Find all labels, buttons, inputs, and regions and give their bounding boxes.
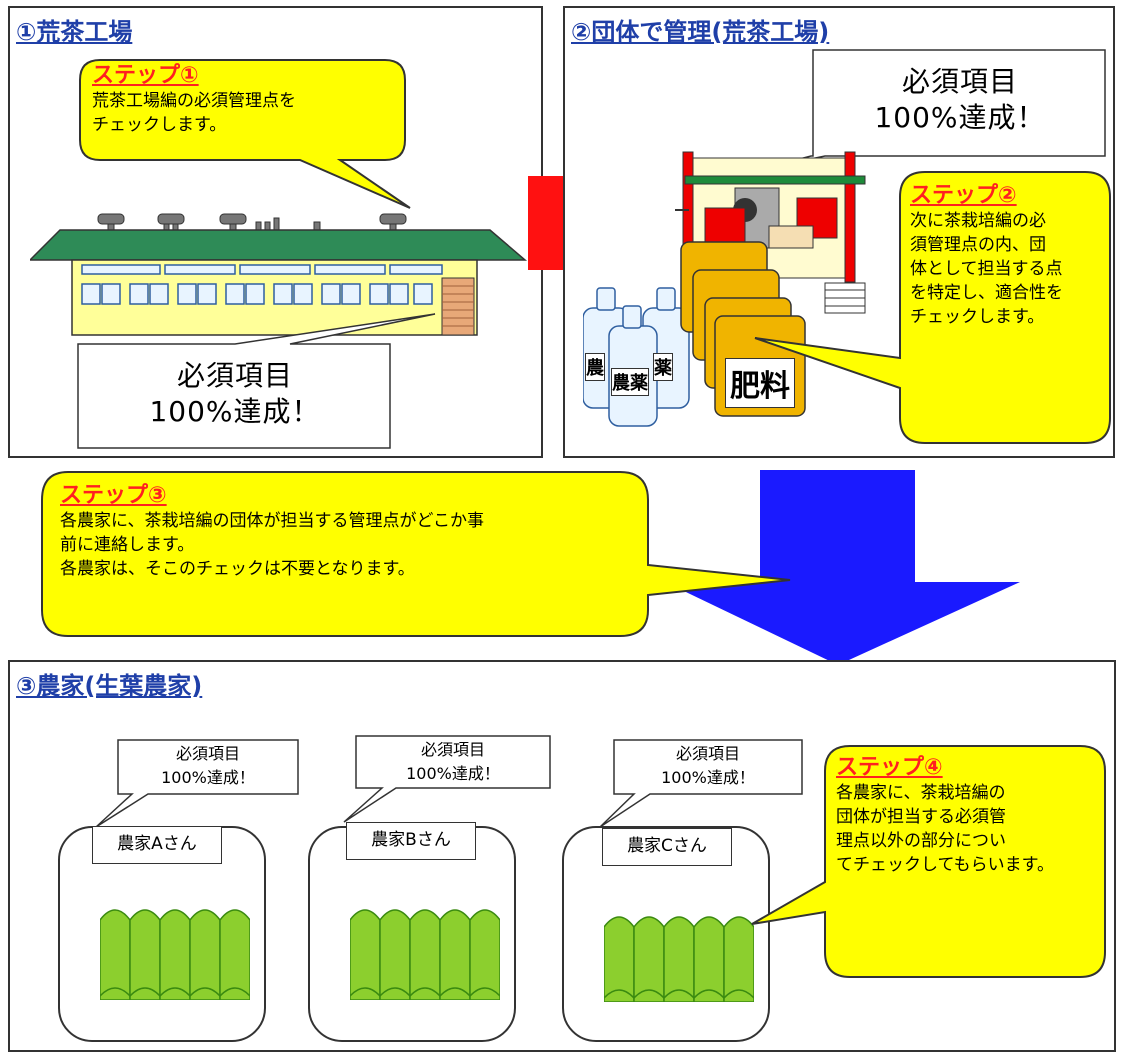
tea-field-icon [350,909,500,1000]
factory-achievement-bubble [77,313,436,449]
down-arrow-icon [665,470,1020,665]
group-panel: ②団体で管理(荒茶工場) 必須項目 100%達成！ 農 農薬 薬 [563,6,1115,458]
farm-b-achievement-bubble [343,735,551,823]
tea-factory-icon [30,213,528,336]
step2-text: ステップ② 次に茶栽培編の必 須管理点の内、団 体として担当する点 を特定し、適… [910,184,1105,329]
step3-body: 各農家に、茶栽培編の団体が担当する管理点がどこか事 前に連絡します。 各農家は、… [60,511,484,579]
step4-bubble [751,745,1106,978]
group-achievement-text: 必須項目 100%達成！ [874,65,1046,134]
farms-panel: ③農家(生葉農家) 必須項目 100%達成！ 農家Aさん 必須項目 100%達成… [8,660,1116,1052]
step3-text: ステップ③ 各農家に、茶栽培編の団体が担当する管理点がどこか事 前に連絡します。… [60,484,640,581]
farm-b-achievement-text: 必須項目 100%達成！ [406,740,500,783]
step1-body: 荒茶工場編の必須管理点を チェックします。 [92,91,296,135]
step4-body: 各農家に、茶栽培編の 団体が担当する必須管 理点以外の部分につい てチェックして… [836,783,1054,875]
factory-achievement-text: 必須項目 100%達成！ [149,359,321,428]
farm-c-name: 農家Cさん [602,828,732,866]
farm-a-achievement-text: 必須項目 100%達成！ [161,744,255,787]
farms-panel-title: ③農家(生葉農家) [16,672,203,700]
step2-title: ステップ② [910,183,1017,208]
farm-c-achievement-text: 必須項目 100%達成！ [661,744,755,787]
farm-b-name: 農家Bさん [346,822,476,860]
step4-text: ステップ④ 各農家に、茶栽培編の 団体が担当する必須管 理点以外の部分につい て… [836,756,1098,877]
step2-body: 次に茶栽培編の必 須管理点の内、団 体として担当する点 を特定し、適合性を チェ… [910,211,1063,327]
pesticide-label-b: 農薬 [611,368,649,396]
tea-field-icon [604,916,754,1002]
farm-a-name: 農家Aさん [92,826,222,864]
step1-title: ステップ① [92,63,199,88]
step1-text: ステップ① 荒茶工場編の必須管理点を チェックします。 [92,64,392,137]
pesticide-label-a: 農 [585,353,605,381]
step2-bubble [754,171,1111,444]
tea-field-icon [100,909,250,1000]
step3-title: ステップ③ [60,483,167,508]
farm-a-achievement-bubble [95,739,299,828]
pesticide-label-c: 薬 [653,353,673,381]
step1-bubble [79,59,411,209]
group-panel-title: ②団体で管理(荒茶工場) [571,18,830,46]
factory-panel-title: ①荒茶工場 [16,18,133,46]
factory-panel: ①荒茶工場 ステップ① 荒茶工場編の必須管理点を チェックします。 [8,6,543,458]
farm-c-achievement-bubble [599,739,803,828]
fertilizer-label: 肥料 [725,358,795,408]
step4-title: ステップ④ [836,755,943,780]
